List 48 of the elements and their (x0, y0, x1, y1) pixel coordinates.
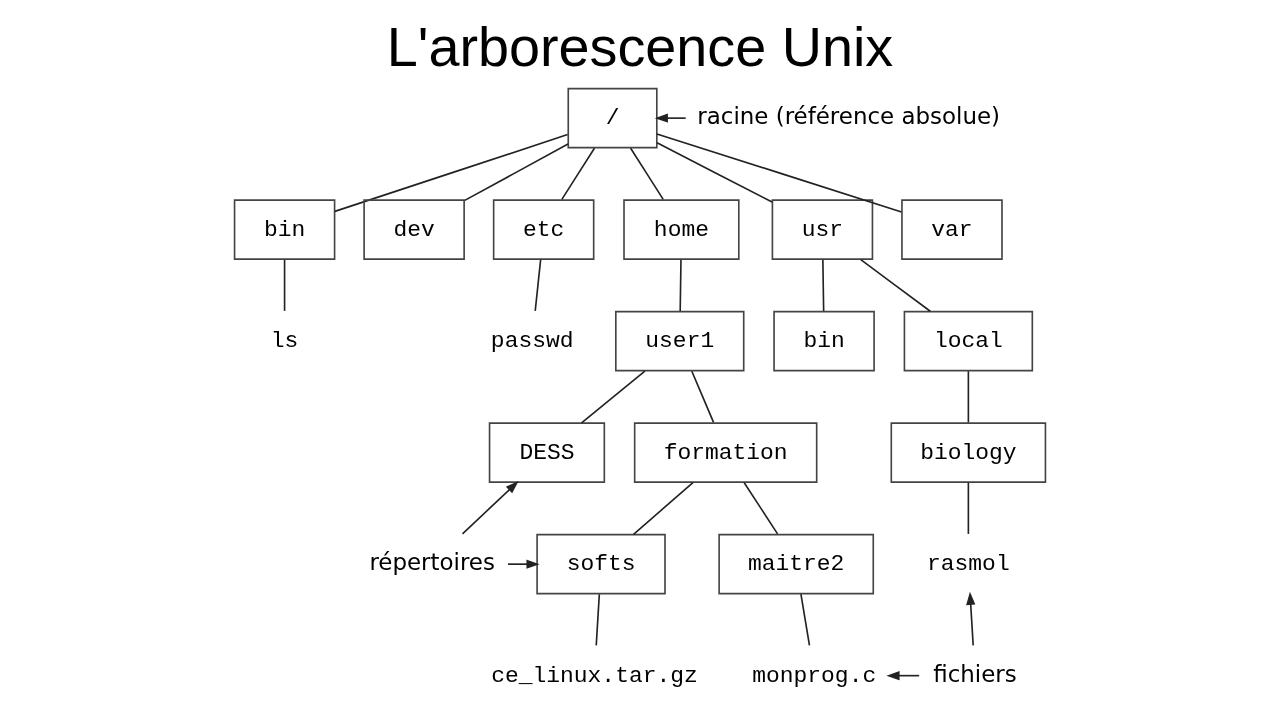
connector (534, 258, 542, 312)
connector (656, 133, 903, 213)
connector (967, 370, 970, 424)
connector (743, 481, 779, 535)
diagram-title: L'arborescence Unix (386, 15, 894, 78)
connector (580, 370, 646, 424)
connector (632, 481, 694, 536)
connector (800, 593, 811, 647)
connector (629, 147, 664, 201)
connector (463, 143, 569, 202)
arrow (461, 481, 519, 535)
node-text: ce_linux.tar.gz (491, 662, 698, 689)
connector (595, 593, 601, 647)
connector (283, 258, 286, 312)
connector (691, 370, 715, 424)
node-box: DESS (488, 422, 606, 483)
node-text: ls (270, 328, 299, 355)
arrow (507, 559, 540, 569)
node-box: maitre2 (718, 533, 875, 595)
node-box: usr (771, 199, 874, 260)
node-box: dev (363, 199, 465, 260)
connector (334, 133, 569, 213)
node-box: biology (890, 422, 1047, 483)
connector (679, 258, 682, 312)
connector (656, 141, 773, 203)
node-box: bin (773, 310, 875, 372)
node-text: monprog.c (752, 662, 877, 689)
arrow (886, 671, 920, 681)
node-box: user1 (615, 310, 745, 372)
node-box: home (623, 199, 740, 260)
arrow (966, 591, 976, 647)
connector (561, 147, 596, 201)
node-box: formation (633, 422, 818, 483)
connector (859, 258, 932, 313)
node-text: répertoires (369, 549, 495, 576)
node-box: etc (492, 199, 595, 260)
node-box: bin (233, 199, 336, 260)
connector (822, 258, 825, 312)
arrow (654, 113, 687, 123)
node-text: passwd (490, 328, 574, 355)
node-box: softs (536, 533, 666, 595)
connector (967, 481, 970, 535)
node-text: fichiers (933, 660, 1017, 687)
node-box: local (903, 310, 1034, 372)
node-box: var (901, 199, 1003, 260)
node-text: rasmol (927, 551, 1010, 578)
node-box: / (567, 87, 658, 149)
node-text: racine (référence absolue) (697, 103, 1001, 130)
